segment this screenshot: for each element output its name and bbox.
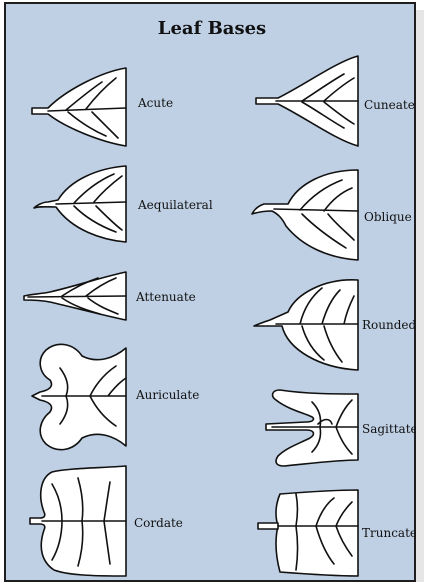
label-attenuate: Attenuate <box>136 290 196 304</box>
leaf-illustrations <box>6 4 418 584</box>
label-aequilateral: Aequilateral <box>138 198 213 212</box>
label-oblique: Oblique <box>364 210 412 224</box>
auriculate-leaf-icon <box>32 344 126 449</box>
label-cordate: Cordate <box>134 516 183 530</box>
label-cuneate: Cuneate <box>364 98 415 112</box>
aequilateral-leaf-icon <box>34 166 126 242</box>
label-truncate: Truncate <box>362 526 417 540</box>
label-auriculate: Auriculate <box>136 388 199 402</box>
label-rounded: Rounded <box>362 318 416 332</box>
cuneate-leaf-icon <box>256 56 358 146</box>
leaf-bases-panel: Leaf Bases <box>4 2 416 582</box>
label-acute: Acute <box>138 96 173 110</box>
acute-leaf-icon <box>32 68 126 146</box>
rounded-leaf-icon <box>254 280 358 370</box>
page-edge-shadow <box>416 10 424 582</box>
truncate-leaf-icon <box>258 490 358 576</box>
sagittate-leaf-icon <box>266 390 358 466</box>
oblique-leaf-icon <box>252 170 358 260</box>
label-sagittate: Sagittate <box>362 422 418 436</box>
attenuate-leaf-icon <box>24 272 126 320</box>
cordate-leaf-icon <box>30 466 126 576</box>
